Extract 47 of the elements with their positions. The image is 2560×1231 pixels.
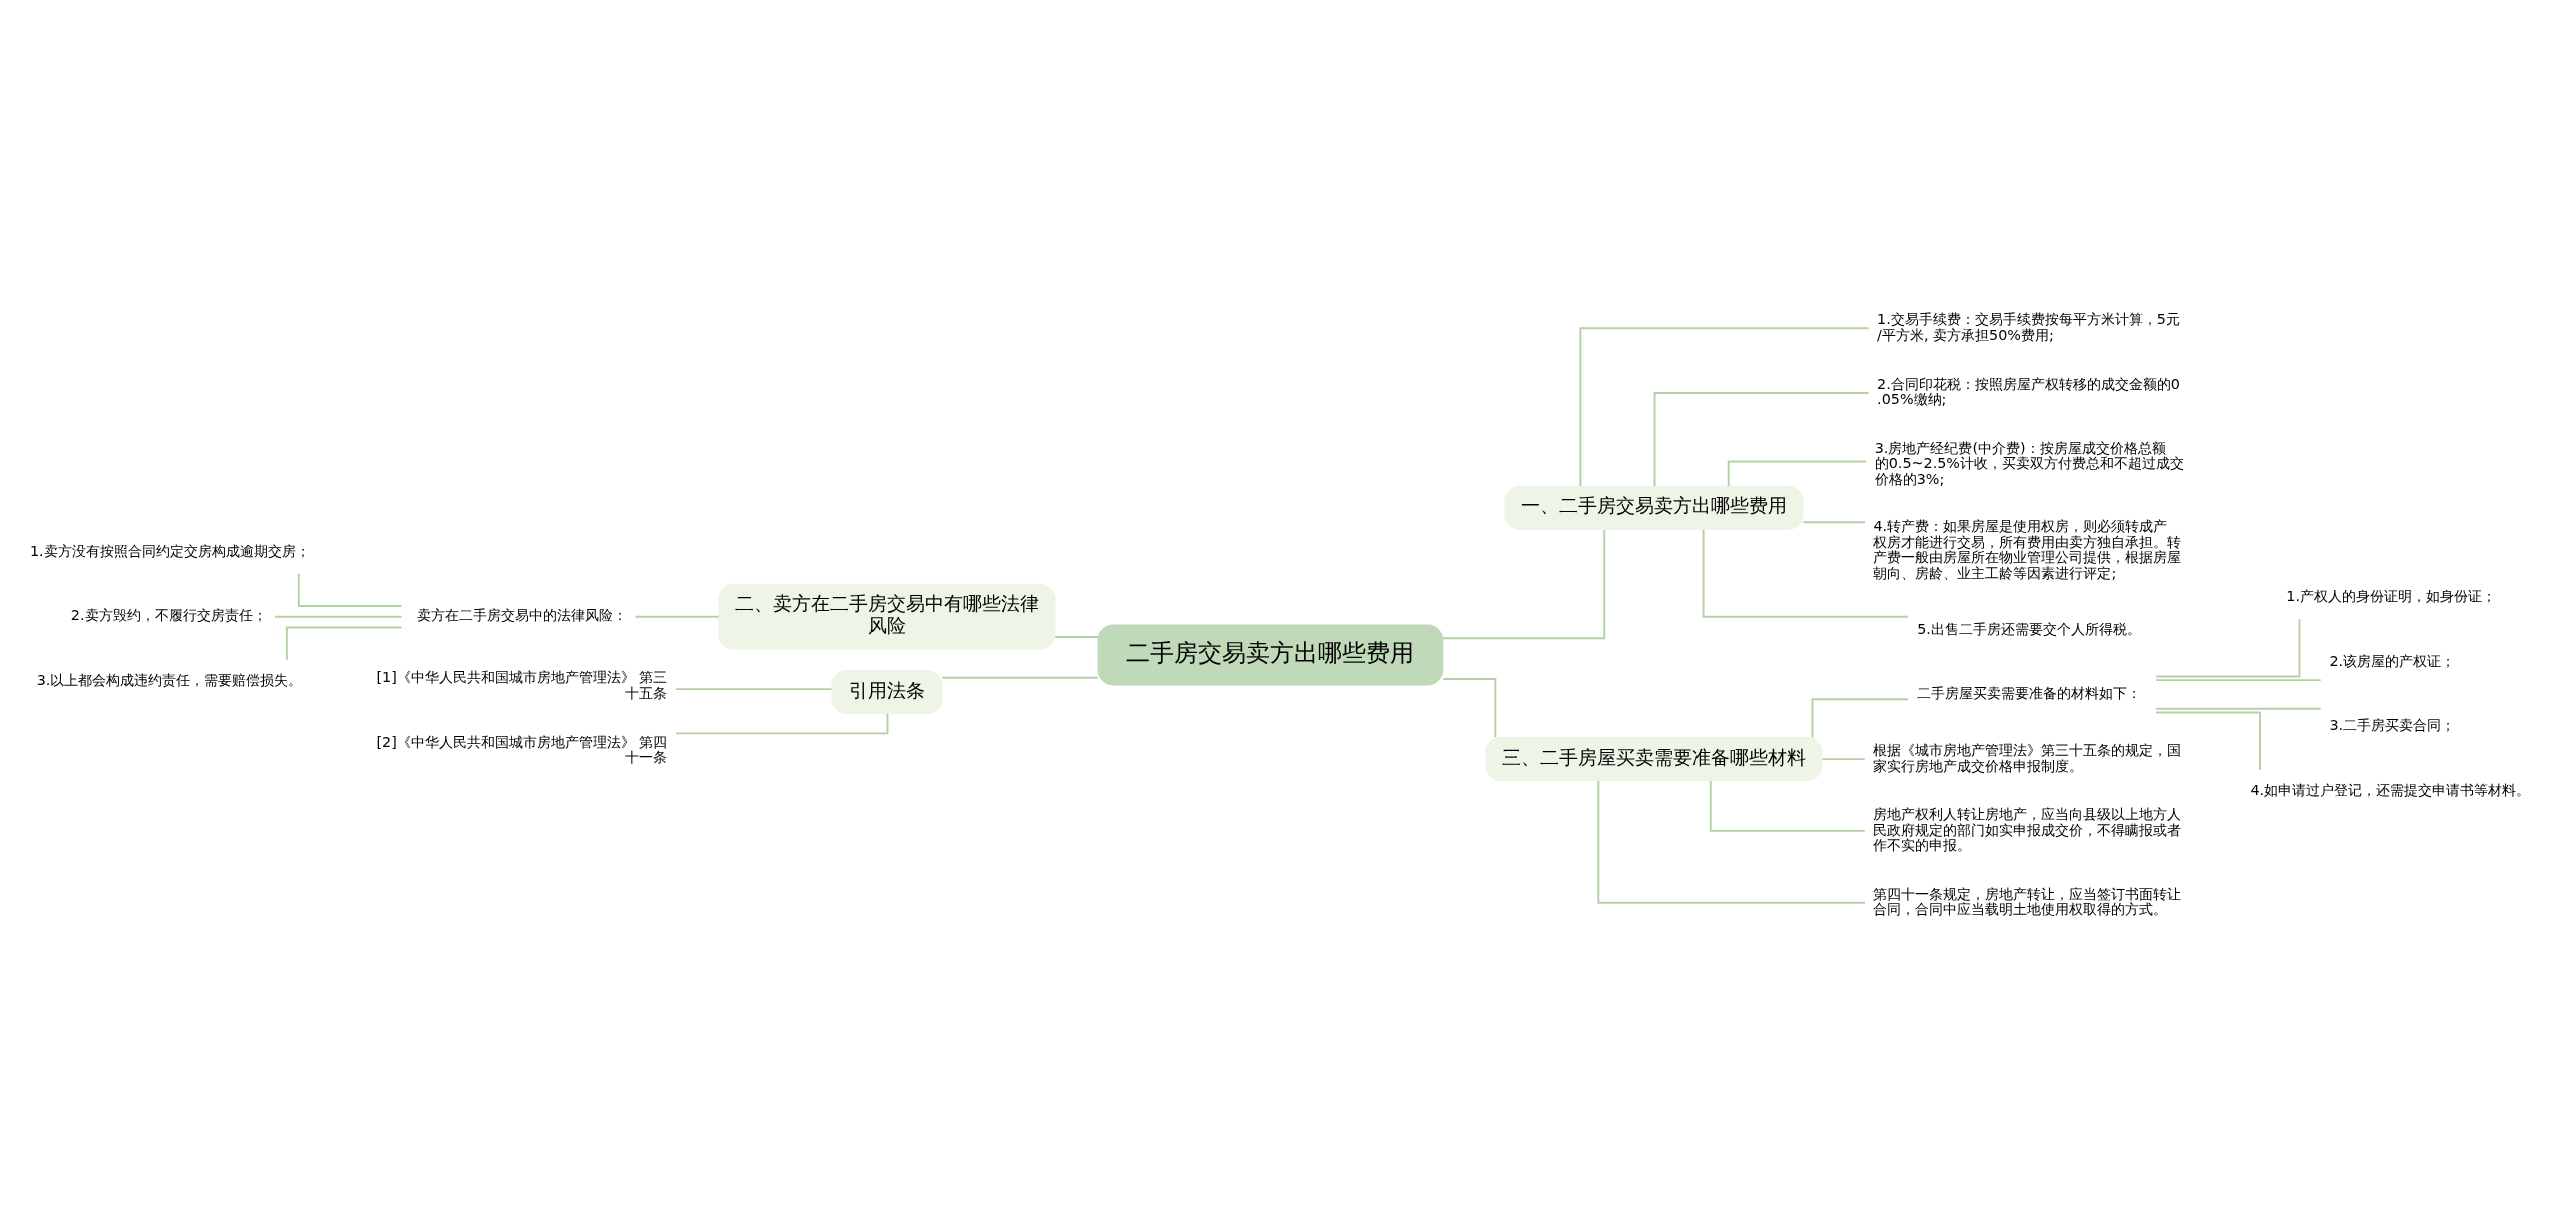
- connector: [1709, 779, 1866, 832]
- node-text: 3.以上都会构成违约责任，需要赔偿损失。: [36, 672, 303, 689]
- connector: [2155, 711, 2261, 771]
- connector: [2155, 679, 2322, 682]
- connector: [1054, 636, 1099, 638]
- node-text: 3.二手房买卖合同；: [2329, 717, 2456, 734]
- connector: [2155, 707, 2322, 710]
- node-text: 2.合同印花税：按照房屋产权转移的成交金额的0.05%缴纳;: [1877, 375, 2180, 408]
- node-text: 根据《城市房地产管理法》第三十五条的规定，国家实行房地产成交价格申报制度。: [1873, 742, 2182, 774]
- node-text: 4.如申请过户登记，还需提交申请书等材料。: [2250, 782, 2531, 799]
- node-text: 2.卖方毁约，不履行交房责任；: [70, 607, 267, 624]
- connector: [634, 615, 720, 618]
- node-text: 1.产权人的身份证明，如身份证；: [2286, 588, 2496, 605]
- node-text: 4.转产费：如果房屋是使用权房，则必须转成产权房才能进行交易，所有费用由卖方独自承担。转产费一般由房屋所在物业管理公司提供，根据房屋朝向、房龄、业主工龄等因素进行评定;: [1873, 518, 2182, 581]
- node-text: 1.交易手续费：交易手续费按每平方米计算，5元/平方米, 卖方承担50%费用;: [1877, 311, 2180, 343]
- node-text: [2]《中华人民共和国城市房地产管理法》 第四十一条: [376, 733, 668, 766]
- node-text: 房地产权利人转让房地产，应当向县级以上地方人民政府规定的部门如实申报成交价，不得瞒报或者作不实的申报。: [1873, 806, 2182, 854]
- node-text: [1]《中华人民共和国城市房地产管理法》 第三十五条: [376, 669, 668, 701]
- node-text: 卖方在二手房交易中的法律风险：: [416, 607, 627, 624]
- node-box: 三、二手房屋买卖需要准备哪些材料: [1485, 736, 1823, 782]
- node-box: 引用法条: [831, 669, 943, 715]
- connector: [1802, 521, 1866, 524]
- connector: [274, 615, 403, 618]
- connector: [674, 688, 833, 691]
- connector: [1579, 327, 1870, 488]
- node-text: 第四十一条规定，房地产转让，应当签订书面转让合同，合同中应当载明土地使用权取得的方式。: [1873, 885, 2182, 918]
- connector: [941, 676, 1099, 679]
- connector: [2155, 618, 2301, 678]
- connector: [1653, 392, 1870, 488]
- connector: [675, 712, 889, 735]
- node-text: 3.房地产经纪费(中介费)：按房屋成交价格总额的0.5~2.5%计收，买卖双方付费总和不超过成交价格的3%;: [1874, 439, 2184, 487]
- connector: [1442, 677, 1497, 739]
- node-text: 1.卖方没有按照合同约定交房构成逾期交房；: [29, 542, 310, 559]
- connector: [1821, 758, 1866, 761]
- node-text: 5.出售二手房还需要交个人所得税。: [1917, 620, 2141, 637]
- node-box: 二手房交易卖方出哪些费用: [1097, 624, 1444, 686]
- connector: [1597, 779, 1866, 904]
- connector: [285, 626, 403, 661]
- connector: [297, 572, 403, 607]
- connector: [1811, 698, 1910, 739]
- connector: [1702, 528, 1910, 618]
- connector: [1727, 460, 1868, 488]
- connector: [1442, 528, 1606, 640]
- node-box: 一、二手房交易卖方出哪些费用: [1504, 485, 1804, 530]
- node-text: 二手房屋买卖需要准备的材料如下：: [1916, 685, 2141, 702]
- node-text: 2.该房屋的产权证；: [2329, 652, 2456, 669]
- node-box: 二、卖方在二手房交易中有哪些法律风险: [718, 583, 1056, 650]
